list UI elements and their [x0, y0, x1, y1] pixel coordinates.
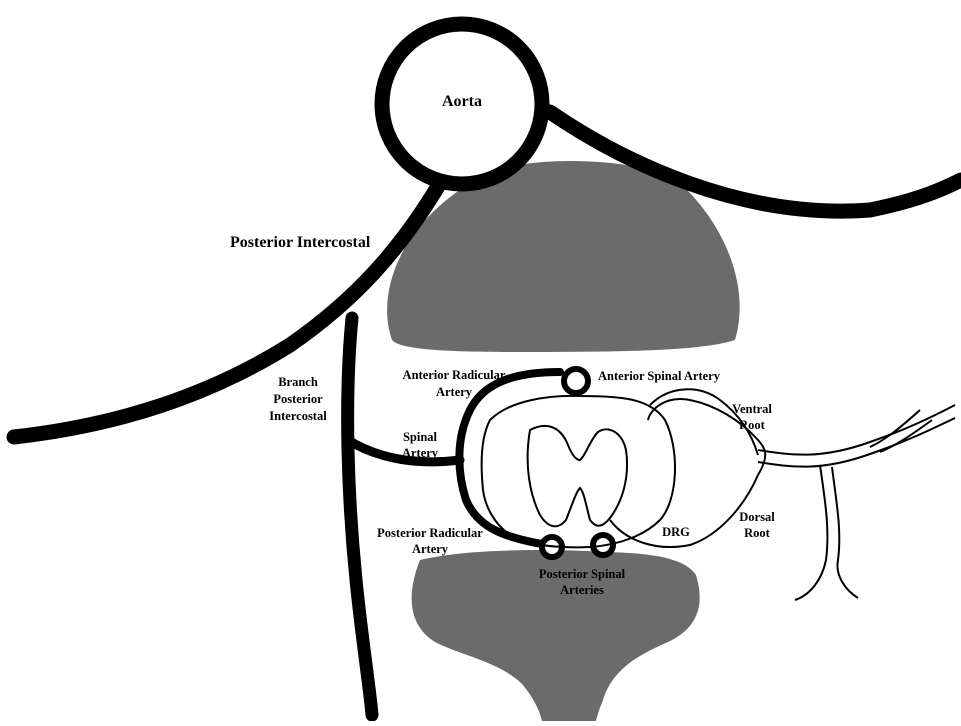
label-branch-line-2: Posterior [273, 392, 323, 406]
label-spinal-artery-line-2: Artery [402, 446, 439, 460]
spinal-cord [482, 396, 675, 547]
label-dorsal-root-line-1: Dorsal [739, 510, 775, 524]
label-drg: DRG [662, 525, 690, 539]
label-anterior-spinal-artery: Anterior Spinal Artery [598, 369, 721, 383]
label-posterior-spinal-arteries-line-1: Posterior Spinal [539, 567, 626, 581]
label-spinal-artery-line-1: Spinal [403, 430, 438, 444]
posterior-intercostal-artery [14, 183, 440, 437]
label-ventral-root-line-1: Ventral [732, 402, 772, 416]
spinal-nerve [758, 405, 955, 600]
grey-matter [528, 426, 627, 526]
label-posterior-spinal-arteries-line-2: Arteries [560, 583, 604, 597]
label-posterior-radicular-line-2: Artery [412, 542, 449, 556]
label-branch-line-1: Branch [278, 375, 318, 389]
label-anterior-radicular-line-2: Artery [436, 385, 473, 399]
label-aorta: Aorta [442, 93, 482, 110]
label-posterior-radicular-line-1: Posterior Radicular [377, 526, 483, 540]
label-ventral-root-line-2: Root [739, 418, 766, 432]
label-posterior-intercostal: Posterior Intercostal [230, 234, 371, 251]
label-dorsal-root-line-2: Root [744, 526, 771, 540]
anterior-spinal-artery [564, 369, 588, 393]
label-branch-line-3: Intercostal [269, 409, 327, 423]
label-anterior-radicular-line-1: Anterior Radicular [403, 368, 506, 382]
branch-posterior-intercostal-artery [348, 318, 372, 715]
